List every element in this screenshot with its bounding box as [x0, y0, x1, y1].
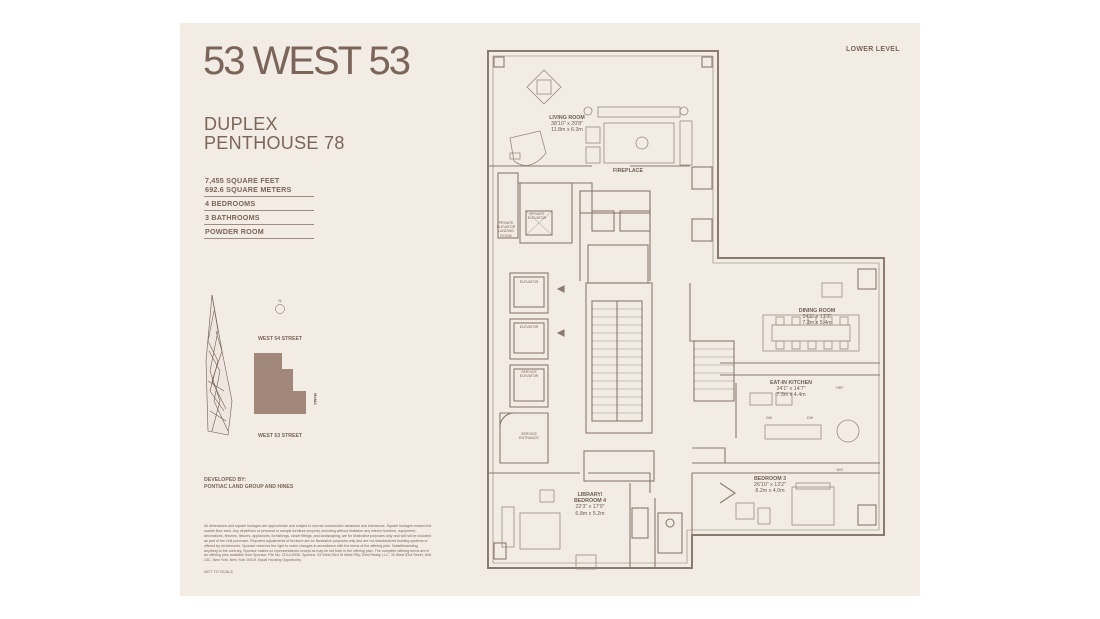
- dw-label-1: DW: [766, 416, 773, 420]
- living-room-dim-metric: 11.8m x 6.3m: [551, 127, 583, 134]
- living-room-name: LIVING ROOM: [549, 115, 585, 121]
- legal-disclaimer: All dimensions and square footages are a…: [204, 524, 432, 563]
- unit-title-line2: PENTHOUSE 78: [204, 133, 345, 153]
- brand-title: 53 WEST 53: [203, 39, 411, 83]
- unit-title-line1: DUPLEX: [204, 114, 278, 134]
- room-label-fireplace: FIREPLACE: [598, 168, 658, 174]
- room-label-dining: DINING ROOM 24'1" x 17'7" 7.3m x 5.4m: [782, 308, 852, 327]
- elevator-label-2: ELEVATOR: [519, 325, 539, 329]
- exterior-wall: [487, 50, 885, 569]
- spec-area-sqft: 7,455 SQUARE FEET: [205, 176, 280, 185]
- private-elevator-label: PRIVATE ELEVATOR: [527, 212, 547, 221]
- room-label-kitchen: EAT-IN KITCHEN 24'1" x 14'7" 7.3m x 4.4m: [756, 380, 826, 399]
- dining-room-name: DINING ROOM: [798, 308, 836, 314]
- floor-plan-drawing: DW DW REF W/C: [487, 50, 885, 570]
- kitchen-dim-imperial: 24'1" x 14'7": [776, 386, 806, 393]
- wc-label: W/C: [837, 468, 844, 472]
- bedroom3-name: BEDROOM 3: [753, 476, 787, 482]
- elevator-label-1: ELEVATOR: [519, 280, 539, 284]
- dining-room-dim-imperial: 24'1" x 17'7": [802, 314, 832, 321]
- library-name-2: BEDROOM 4: [573, 498, 607, 505]
- developer-credit: DEVELOPED BY: PONTIAC LAND GROUP AND HIN…: [204, 477, 293, 491]
- room-label-living: LIVING ROOM 38'10" x 20'8" 11.8m x 6.3m: [542, 115, 592, 134]
- service-elevator-label: SERVICE ELEVATOR: [519, 370, 539, 379]
- bedroom3-dim-imperial: 26'10" x 13'2": [754, 482, 786, 489]
- library-dim-metric: 6.8m x 5.2m: [575, 510, 605, 517]
- tower-elevation-icon: [205, 294, 233, 436]
- fireplace-name: FIREPLACE: [612, 168, 644, 174]
- service-entrance-label: SERVICE ENTRANCE: [519, 432, 539, 441]
- living-room-dim-imperial: 38'10" x 20'8": [551, 121, 583, 128]
- not-to-scale-note: NOT TO SCALE: [204, 569, 234, 574]
- spec-list: 7,455 SQUARE FEET 692.6 SQUARE METERS 4 …: [204, 174, 314, 239]
- kitchen-dim-metric: 7.3m x 4.4m: [776, 392, 806, 399]
- spec-area: 7,455 SQUARE FEET 692.6 SQUARE METERS: [204, 174, 314, 197]
- developer-label: DEVELOPED BY:: [204, 477, 246, 483]
- dw-label-2: DW: [807, 416, 814, 420]
- room-label-bedroom3: BEDROOM 3 26'10" x 13'2" 8.2m x 4.0m: [740, 476, 800, 495]
- kitchen-name: EAT-IN KITCHEN: [770, 380, 812, 386]
- street-top-label: WEST 54 STREET: [258, 336, 303, 342]
- floor-plan-sheet: 53 WEST 53 LOWER LEVEL DUPLEX PENTHOUSE …: [180, 23, 920, 596]
- moma-label: MoMA: [313, 393, 318, 405]
- compass-icon: N: [275, 298, 285, 314]
- level-label: LOWER LEVEL: [846, 46, 900, 53]
- spec-area-sqm: 692.6 SQUARE METERS: [205, 185, 292, 194]
- dining-room-dim-metric: 7.3m x 5.4m: [802, 320, 832, 327]
- site-footprint: [254, 353, 306, 414]
- spec-bedrooms: 4 BEDROOMS: [204, 197, 314, 211]
- room-label-library: LIBRARY/ BEDROOM 4 22'3" x 17'0" 6.8m x …: [564, 492, 616, 517]
- bedroom3-dim-metric: 8.2m x 4.0m: [755, 488, 785, 495]
- developer-name: PONTIAC LAND GROUP AND HINES: [204, 484, 294, 490]
- spec-powder-room: POWDER ROOM: [204, 225, 314, 239]
- unit-title: DUPLEX PENTHOUSE 78: [204, 115, 345, 153]
- spec-bathrooms: 3 BATHROOMS: [204, 211, 314, 225]
- ref-label: REF: [836, 386, 844, 390]
- street-bottom-label: WEST 53 STREET: [258, 433, 303, 439]
- key-map: N WEST 54 STREET MoMA WEST 53 STREET: [205, 294, 318, 439]
- library-dim-imperial: 22'3" x 17'0": [575, 504, 605, 511]
- north-label: N: [279, 298, 282, 303]
- library-name: LIBRARY/: [577, 492, 603, 498]
- private-landing-label: PRIVATE ELEVATOR LANDING ROOM: [496, 221, 516, 238]
